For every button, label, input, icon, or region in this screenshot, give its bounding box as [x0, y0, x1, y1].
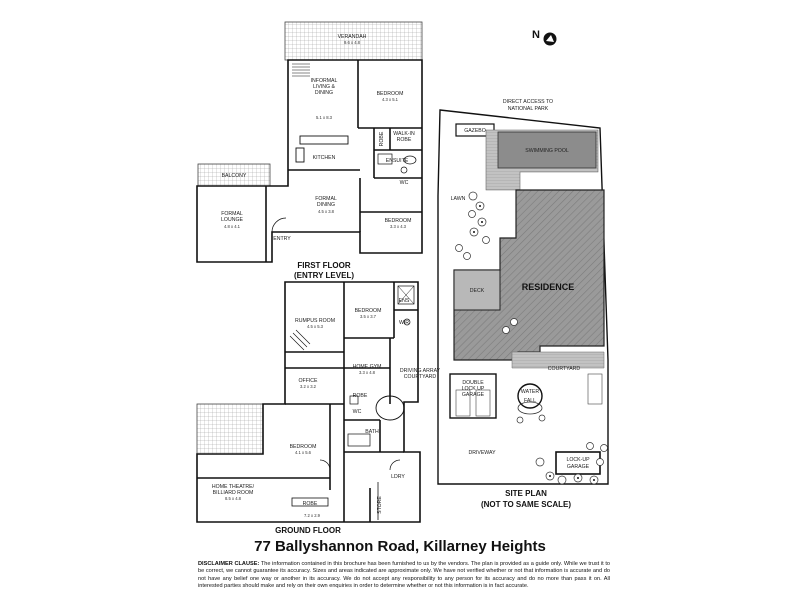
bedroom-b-dims: 4.1 x 5.6: [295, 450, 312, 455]
site-plan: [437, 109, 609, 485]
bedroom-top-label: BEDROOM: [377, 91, 404, 97]
verandah-label: VERANDAH: [338, 34, 367, 40]
wc-label: WC: [400, 180, 409, 186]
informal-dims: 5.1 x 8.3: [316, 115, 333, 120]
disclaimer-body: The information contained in this brochu…: [198, 561, 610, 589]
bedroom-a-label: BEDROOM: [355, 308, 382, 314]
formal-dining-line1: FORMAL: [315, 196, 337, 202]
courtyard-label: COURTYARD: [548, 366, 581, 372]
robe-label: ROBE: [379, 131, 385, 146]
property-address: 77 Ballyshannon Road, Killarney Heights: [254, 538, 546, 555]
home-gym-label: HOME GYM: [353, 364, 382, 370]
driving-courtyard-line1: DRIVING ARRAY: [400, 368, 441, 374]
residence-label: RESIDENCE: [522, 282, 575, 292]
deck-area: [453, 269, 501, 311]
formal-dining-line2: DINING: [317, 202, 335, 208]
lawn-label: LAWN: [451, 196, 466, 202]
store-label: STORE: [377, 496, 383, 514]
lockup-garage: [555, 451, 601, 475]
driving-courtyard-line2: COURTYARD: [404, 374, 437, 380]
water-feature: [517, 383, 543, 409]
rumpus-label: RUMPUS ROOM: [295, 318, 335, 324]
ground-floor-outer-wall: [196, 281, 421, 523]
first-floor-title: FIRST FLOOR: [297, 261, 351, 270]
gazebo-label: GAZEBO: [464, 128, 486, 134]
bedroom-b-robe-label: ROBE: [303, 501, 318, 507]
access-label-line2: NATIONAL PARK: [508, 106, 549, 112]
formal-lounge-dims: 4.8 x 4.1: [224, 224, 241, 229]
bedroom-right-dims: 3.3 x 4.3: [390, 224, 407, 229]
site-plan-subtitle: (NOT TO SAME SCALE): [481, 500, 571, 509]
formal-lounge-line1: FORMAL: [221, 211, 243, 217]
driveway-label: DRIVEWAY: [468, 450, 496, 456]
terrace-area: [196, 403, 264, 455]
water-label-line2: FALL: [524, 398, 536, 404]
theatre-dims: 8.5 x 4.8: [225, 496, 242, 501]
kitchen-label: KITCHEN: [313, 155, 336, 161]
verandah-area: [284, 21, 423, 61]
rumpus-dims: 4.5 x 5.3: [307, 324, 324, 329]
office-dims: 3.2 x 3.2: [300, 384, 317, 389]
site-plan-title: SITE PLAN: [505, 489, 547, 498]
walkin-label-line1: WALK-IN: [393, 131, 415, 137]
swimming-pool: [497, 131, 597, 169]
access-label-line1: DIRECT ACCESS TO: [503, 99, 553, 105]
first-floor-plan: [196, 21, 423, 263]
walkin-label-line2: ROBE: [397, 137, 412, 143]
lockup-label-line1: LOCK-UP: [566, 457, 590, 463]
wir-label: WIR: [399, 320, 409, 326]
first-floor-subtitle: (ENTRY LEVEL): [294, 271, 354, 280]
home-gym-dims: 3.3 x 4.8: [359, 370, 376, 375]
ground-floor-title: GROUND FLOOR: [275, 526, 341, 535]
double-garage-line3: GARAGE: [462, 392, 485, 398]
gf-bottom-dims: 7.2 x 2.9: [304, 513, 321, 518]
double-garage-line2: LOCK UP: [462, 386, 485, 392]
site-boundary: [437, 109, 609, 485]
bedroom-top-dims: 4.3 x 5.1: [382, 97, 399, 102]
disclaimer-clause: DISCLAIMER CLAUSE: The information conta…: [198, 561, 610, 597]
bath-label: BATH: [365, 429, 379, 435]
formal-dining-dims: 4.5 x 3.8: [318, 209, 335, 214]
water-label-line1: WATER: [521, 389, 539, 395]
pool-label: SWIMMING POOL: [525, 148, 569, 154]
lockup-label-line2: GARAGE: [567, 464, 590, 470]
site-plan-labels: DIRECT ACCESS TO NATIONAL PARK GAZEBO SW…: [451, 99, 590, 509]
gf-robe-label: ROBE: [353, 393, 368, 399]
informal-label-line2: LIVING &: [313, 84, 335, 90]
office-label: OFFICE: [298, 378, 318, 384]
double-garage: [449, 373, 497, 419]
ground-floor-labels: RUMPUS ROOM 4.5 x 5.3 BEDROOM 3.5 x 3.7 …: [212, 298, 441, 535]
theatre-line1: HOME THEATRE/: [212, 484, 255, 490]
ensuite-label: ENSUITE: [386, 158, 409, 164]
bedroom-right-label: BEDROOM: [385, 218, 412, 224]
bedroom-a-dims: 3.5 x 3.7: [360, 314, 377, 319]
informal-label-line3: DINING: [315, 90, 333, 96]
entry-label: ENTRY: [273, 236, 291, 242]
formal-lounge-line2: LOUNGE: [221, 217, 243, 223]
theatre-line2: BILLIARD ROOM: [213, 490, 254, 496]
gf-wc-label: WC: [353, 409, 362, 415]
first-floor-labels: VERANDAH 9.6 x 4.8 INFORMAL LIVING & DIN…: [221, 34, 415, 280]
disclaimer-heading: DISCLAIMER CLAUSE:: [198, 561, 260, 567]
ground-floor-plan: [196, 281, 421, 523]
double-garage-line1: DOUBLE: [462, 380, 484, 386]
informal-label-line1: INFORMAL: [311, 78, 338, 84]
compass-label: N: [532, 29, 540, 41]
ens-label: ENS: [399, 298, 410, 304]
verandah-dims: 9.6 x 4.8: [344, 40, 361, 45]
deck-label: DECK: [470, 288, 485, 294]
laundry-label: LDRY: [391, 474, 405, 480]
bedroom-b-label: BEDROOM: [290, 444, 317, 450]
balcony-label: BALCONY: [222, 173, 247, 179]
north-arrow-icon: N: [532, 29, 557, 46]
